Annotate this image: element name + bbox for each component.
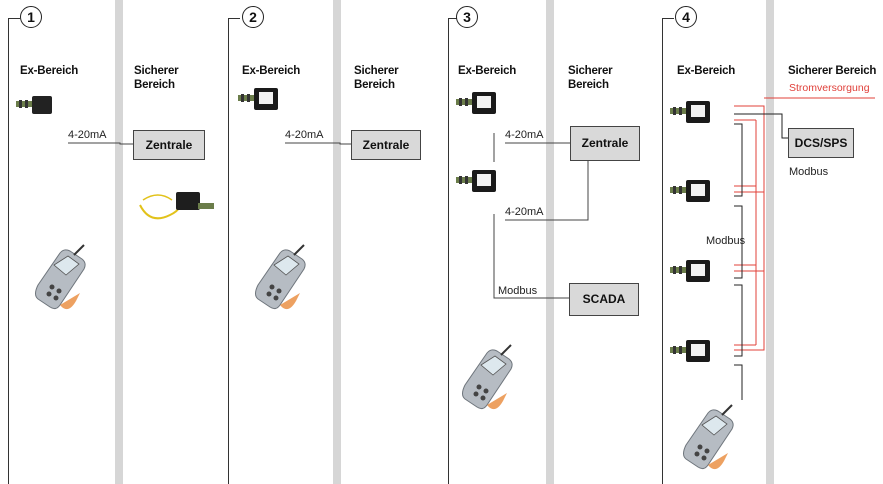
safe-area-header: Sicherer Bereich: [788, 65, 877, 77]
zone-divider: [333, 0, 341, 484]
scenario-2: 2 Ex-Bereich Sicherer Bereich: [220, 0, 440, 484]
ex-area-header: Ex-Bereich: [242, 65, 301, 77]
signal-label: 4-20mA: [505, 129, 544, 141]
zone-divider: [115, 0, 123, 484]
gas-sensor-icon: [238, 88, 278, 110]
scenario-number: 1: [20, 6, 42, 28]
scada-box: SCADA: [569, 283, 639, 316]
configuration-tool-icon: [139, 192, 214, 220]
central-unit-box: Zentrale: [133, 130, 205, 160]
signal-line: [505, 161, 589, 221]
handheld-device-icon: [461, 344, 514, 411]
bracket-line: [228, 18, 229, 484]
signal-line: [68, 142, 133, 145]
zone-divider: [546, 0, 554, 484]
safe-area-header: Sicherer Bereich: [568, 65, 613, 91]
central-unit-box: Zentrale: [351, 130, 421, 160]
modbus-chain: [734, 113, 788, 400]
bracket-line: [448, 18, 449, 484]
signal-line: [285, 142, 351, 145]
scenario-1: 1 Ex-Bereich Sicherer Bereich: [0, 0, 220, 484]
scenario-number: 3: [456, 6, 478, 28]
safe-area-header: Sicherer Bereich: [134, 65, 179, 91]
power-supply-label: Stromversorgung: [789, 82, 870, 94]
modbus-label: Modbus: [789, 166, 829, 178]
ex-area-header: Ex-Bereich: [20, 65, 79, 77]
signal-label: 4-20mA: [285, 129, 324, 141]
gas-sensor-icon: [670, 340, 710, 362]
signal-label: 4-20mA: [68, 129, 107, 141]
modbus-line: [493, 214, 569, 299]
modbus-label: Modbus: [706, 235, 746, 247]
ex-area-header: Ex-Bereich: [458, 65, 517, 77]
signal-label: 4-20mA: [505, 206, 544, 218]
gas-sensor-icon: [456, 170, 496, 192]
modbus-label: Modbus: [498, 285, 538, 297]
bracket-line: [228, 18, 240, 19]
central-unit-box: Zentrale: [570, 126, 640, 161]
bracket-line: [662, 18, 663, 484]
gas-sensor-icon: [670, 260, 710, 282]
gas-sensor-icon: [670, 180, 710, 202]
dcs-plc-box: DCS/SPS: [788, 128, 854, 158]
gas-sensor-icon: [16, 96, 52, 114]
ex-area-header: Ex-Bereich: [677, 65, 736, 77]
safe-area-header: Sicherer Bereich: [354, 65, 399, 91]
gas-sensor-icon: [456, 92, 496, 114]
power-lines: [734, 97, 875, 351]
bracket-line: [662, 18, 674, 19]
gas-sensor-icon: [670, 101, 710, 123]
handheld-device-icon: [34, 244, 87, 311]
scenario-4: 4 Ex-Bereich Sicherer Bereich: [662, 0, 883, 484]
bracket-line: [448, 18, 460, 19]
scenario-number: 2: [242, 6, 264, 28]
handheld-device-icon: [682, 404, 735, 471]
scenario-3: 3 Ex-Bereich Sicherer Bereich: [442, 0, 662, 484]
bracket-line: [8, 18, 9, 484]
bracket-line: [8, 18, 20, 19]
zone-divider: [766, 0, 774, 484]
handheld-device-icon: [254, 244, 307, 311]
scenario-number: 4: [675, 6, 697, 28]
